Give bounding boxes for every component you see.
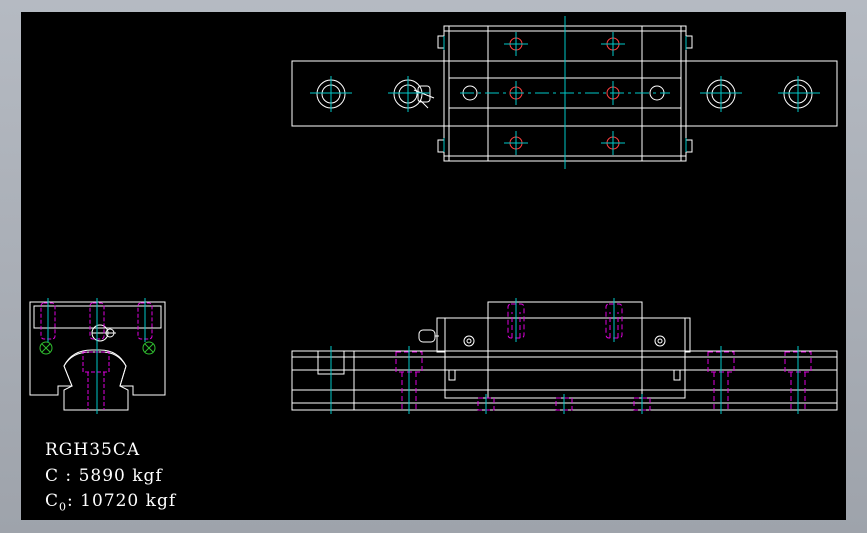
end-view-grease-fittings xyxy=(39,341,156,355)
dynamic-load-separator: : xyxy=(59,466,79,486)
side-block xyxy=(444,317,686,399)
side-screw-icon xyxy=(463,335,475,347)
top-centerlines xyxy=(310,16,820,169)
static-load-separator: : xyxy=(67,491,81,511)
grease-nipple-icon xyxy=(413,85,435,109)
static-load-value: 10720 kgf xyxy=(80,491,177,511)
end-rail-profile xyxy=(63,351,129,411)
grease-fitting-icon xyxy=(142,341,156,355)
side-screw-icon xyxy=(654,335,666,347)
grease-fitting-icon xyxy=(39,341,53,355)
model-label: RGH35CA xyxy=(45,440,141,460)
side-view xyxy=(291,301,838,411)
static-load-rating: C0: 10720 kgf xyxy=(45,491,176,513)
dynamic-load-rating: C : 5890 kgf xyxy=(45,466,163,486)
dynamic-load-symbol: C xyxy=(45,466,60,486)
side-centerlines xyxy=(330,298,799,414)
dynamic-load-value: 5890 kgf xyxy=(78,466,163,486)
cad-viewport[interactable] xyxy=(21,12,846,520)
end-view-centerlines xyxy=(47,298,146,414)
side-grease-nipple-icon xyxy=(418,329,439,343)
static-load-symbol: C xyxy=(45,491,60,511)
static-load-subscript: 0 xyxy=(59,500,68,514)
